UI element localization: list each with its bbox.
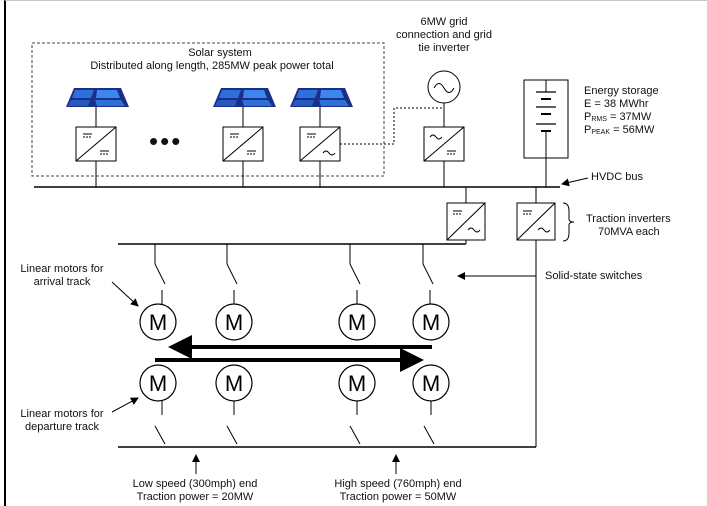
dc-dc-converter-icon — [75, 126, 117, 162]
motor-label: M — [149, 371, 167, 396]
motor-icon: M — [412, 303, 450, 341]
high-speed-label-2: Traction power = 50MW — [339, 491, 457, 503]
traction-inverters-label: Traction inverters — [586, 213, 671, 225]
grid-label-1: 6MW grid — [420, 16, 468, 28]
switch-icon — [226, 401, 238, 445]
traction-rating-label: 70MVA each — [598, 226, 660, 238]
switch-icon — [349, 401, 361, 445]
motor-label: M — [422, 310, 440, 335]
dc-ac-inverter-icon — [299, 126, 341, 162]
motor-icon: M — [215, 364, 253, 402]
traction-inverter-icon — [516, 202, 556, 241]
ac-link-line — [340, 107, 444, 145]
solar-panel-icon — [290, 88, 353, 107]
dc-ac-inverter-icon — [423, 126, 465, 162]
motor-icon: M — [412, 364, 450, 402]
battery-icon — [523, 79, 569, 159]
motor-icon: M — [139, 364, 177, 402]
motor-icon: M — [338, 364, 376, 402]
switch-icon — [423, 401, 435, 445]
arrival-label-2: arrival track — [33, 276, 91, 288]
solid-state-switches-label: Solid-state switches — [545, 270, 643, 282]
grid-label-3: tie inverter — [418, 42, 470, 54]
diagram-frame — [4, 0, 707, 506]
motor-icon: M — [338, 303, 376, 341]
motor-icon: M — [139, 303, 177, 341]
departure-label-1: Linear motors for — [20, 408, 104, 420]
switch-icon — [349, 244, 361, 304]
energy-storage-title: Energy storage — [584, 85, 659, 97]
solar-system-box — [31, 42, 385, 177]
motor-label: M — [422, 371, 440, 396]
solar-title: Solar system — [188, 47, 252, 59]
energy-storage-prms: PRMS = 37MW — [584, 111, 652, 123]
hvdc-bus-pointer — [561, 177, 589, 187]
motor-label: M — [348, 371, 366, 396]
motor-label: M — [348, 310, 366, 335]
switch-icon — [154, 401, 166, 445]
motor-label: M — [225, 310, 243, 335]
ellipsis: ••• — [149, 126, 183, 156]
solar-panel-icon — [66, 88, 129, 107]
energy-storage-ppeak: PPEAK = 56MW — [584, 124, 655, 136]
motor-label: M — [225, 371, 243, 396]
switch-icon — [422, 244, 434, 304]
traction-inverter-icon — [446, 202, 486, 241]
motor-label: M — [149, 310, 167, 335]
solar-subtitle: Distributed along length, 285MW peak pow… — [90, 60, 334, 72]
switch-icon — [154, 244, 166, 304]
motor-icon: M — [215, 303, 253, 341]
high-speed-label-1: High speed (760mph) end — [334, 478, 462, 490]
solar-panel-icon — [213, 88, 276, 107]
departure-label-2: departure track — [25, 421, 99, 433]
arrival-label-1: Linear motors for — [20, 263, 104, 275]
low-speed-label-2: Traction power = 20MW — [136, 491, 254, 503]
traction-brace — [562, 202, 575, 242]
energy-storage-e: E = 38 MWhr — [584, 98, 649, 110]
departure-pointer — [111, 397, 139, 413]
low-speed-label-1: Low speed (300mph) end — [132, 478, 258, 490]
hvdc-bus-label: HVDC bus — [591, 171, 643, 183]
grid-label-2: connection and grid — [395, 29, 492, 41]
dc-dc-converter-icon — [222, 126, 264, 162]
ac-source-icon — [427, 70, 461, 104]
arrival-pointer — [111, 281, 139, 307]
switch-icon — [226, 244, 238, 304]
